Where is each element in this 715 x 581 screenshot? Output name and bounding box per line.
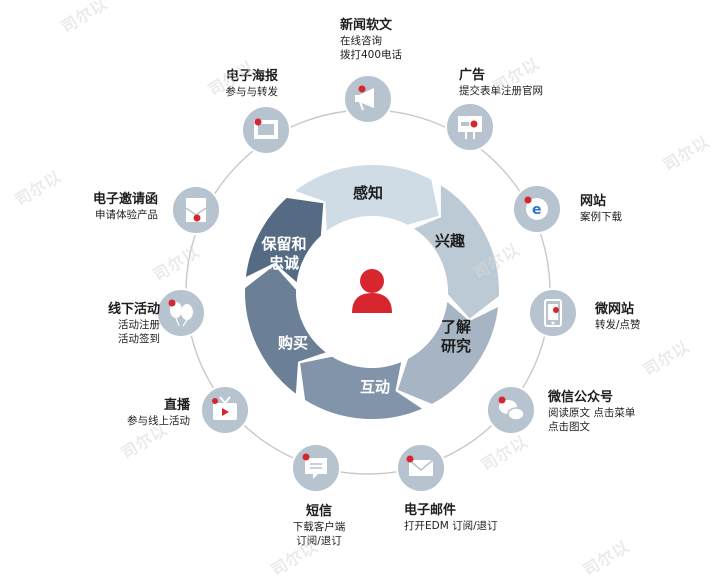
wechat-icon [498,396,525,421]
poster-icon [254,118,278,139]
channel-poster-node [241,105,291,155]
channel-news-title: 新闻软文 [340,18,393,33]
channel-microsite-node [528,288,578,338]
channel-poster-line: 参与与转发 [225,85,279,98]
browser-icon: e [524,196,548,220]
stage-loyalty-label: 保留和 忠诚 [258,235,310,273]
channel-wechat-line: 阅读原文 点击菜单 [548,406,636,419]
stage-loyalty-line2: 忠诚 [268,253,299,272]
stage-loyalty-line1: 保留和 [261,235,307,253]
channel-email-line: 打开EDM 订阅/退订 [404,519,498,532]
channel-live-node [200,385,250,435]
channel-offline-line: 活动签到 [118,332,160,345]
stage-research-arrow [395,297,501,407]
channel-sms-label: 短信 下载客户端 订阅/退订 [284,504,354,548]
channel-ads-line: 提交表单注册官网 [459,84,543,97]
channel-news-line: 拨打400电话 [340,48,403,61]
channel-ads-label: 广告 提交表单注册官网 [459,68,543,99]
stage-purchase-arrow [243,262,331,398]
channel-live-title: 直播 [163,398,190,413]
channel-invite-line: 申请体验产品 [95,208,158,221]
channel-ads-title: 广告 [459,68,486,83]
channel-invite-node [171,185,221,235]
channel-email-node [396,443,446,493]
channel-microsite-label: 微网站 转发/点赞 [595,302,641,333]
person-icon [352,269,392,313]
stage-interaction-arrow [297,354,427,421]
channel-sms-line: 订阅/退订 [296,534,342,547]
channel-news-line: 在线咨询 [340,34,382,47]
channel-sms-line: 下载客户端 [292,520,346,533]
stage-awareness-label: 感知 [352,184,383,202]
channel-poster-label: 电子海报 参与与转发 [178,69,279,100]
billboard-icon [458,116,482,139]
stage-interaction-label: 互动 [359,378,390,396]
megaphone-icon [355,85,374,111]
channel-microsite-line: 转发/点赞 [595,318,641,331]
channel-ads-node [445,102,495,152]
channel-poster-title: 电子海报 [225,69,278,84]
invitation-icon [185,198,207,222]
channel-wechat-line: 点击图文 [548,420,590,433]
tv-icon [212,396,237,420]
channel-news-node [343,74,393,124]
channel-email-label: 电子邮件 打开EDM 订阅/退订 [404,503,498,534]
channel-invite-label: 电子邀请函 申请体验产品 [58,192,158,223]
channel-offline-line: 活动注册 [118,318,160,331]
channel-news-label: 新闻软文 在线咨询 拨打400电话 [340,18,402,62]
channel-email-title: 电子邮件 [404,503,457,518]
channel-sms-node [291,443,341,493]
stage-purchase-label: 购买 [277,334,308,352]
stage-loyalty-arrow [243,195,326,287]
channel-live-line: 参与线上活动 [127,414,190,427]
message-icon [302,453,327,479]
channel-sms-title: 短信 [305,504,332,519]
channel-wechat-title: 微信公众号 [548,390,614,405]
channel-microsite-title: 微网站 [595,302,635,317]
envelope-icon [406,455,434,476]
channel-website-title: 网站 [580,194,607,209]
stage-awareness-arrow [291,163,442,235]
channel-live-label: 直播 参与线上活动 [100,398,190,429]
stage-research-label: 了解 研究 [433,318,479,356]
stage-research-line2: 研究 [440,336,471,355]
stage-research-line1: 了解 [440,318,471,336]
channel-wechat-label: 微信公众号 阅读原文 点击菜单 点击图文 [548,390,635,434]
stage-interest-label: 兴趣 [434,232,465,250]
phone-icon [544,299,562,327]
channel-offline-label: 线下活动 活动注册 活动签到 [60,302,160,346]
channel-wechat-node [486,385,536,435]
channel-website-node: e [512,184,562,234]
channel-website-label: 网站 案例下载 [580,194,622,225]
balloons-icon [168,299,193,327]
svg-text:e: e [532,202,542,218]
channel-offline-title: 线下活动 [107,302,160,317]
channel-website-line: 案例下载 [580,210,622,223]
channel-invite-title: 电子邀请函 [92,192,158,207]
channel-offline-node [156,288,206,338]
stage-interest-arrow [409,181,501,322]
